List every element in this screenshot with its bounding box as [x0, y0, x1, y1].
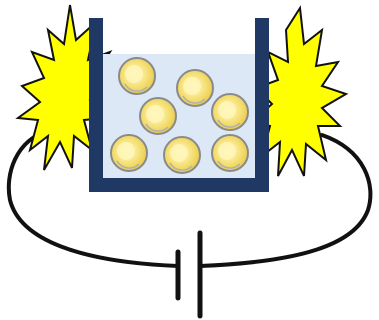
particle-sphere [111, 135, 147, 171]
particle-sphere [119, 58, 155, 94]
container-bottom [89, 178, 269, 192]
particle-sphere [177, 70, 213, 106]
particle-sphere [164, 137, 200, 173]
container-left-wall [89, 18, 103, 192]
particle-sphere [212, 94, 248, 130]
particle-sphere [212, 135, 248, 171]
particle-sphere [140, 98, 176, 134]
container-right-wall [255, 18, 269, 192]
